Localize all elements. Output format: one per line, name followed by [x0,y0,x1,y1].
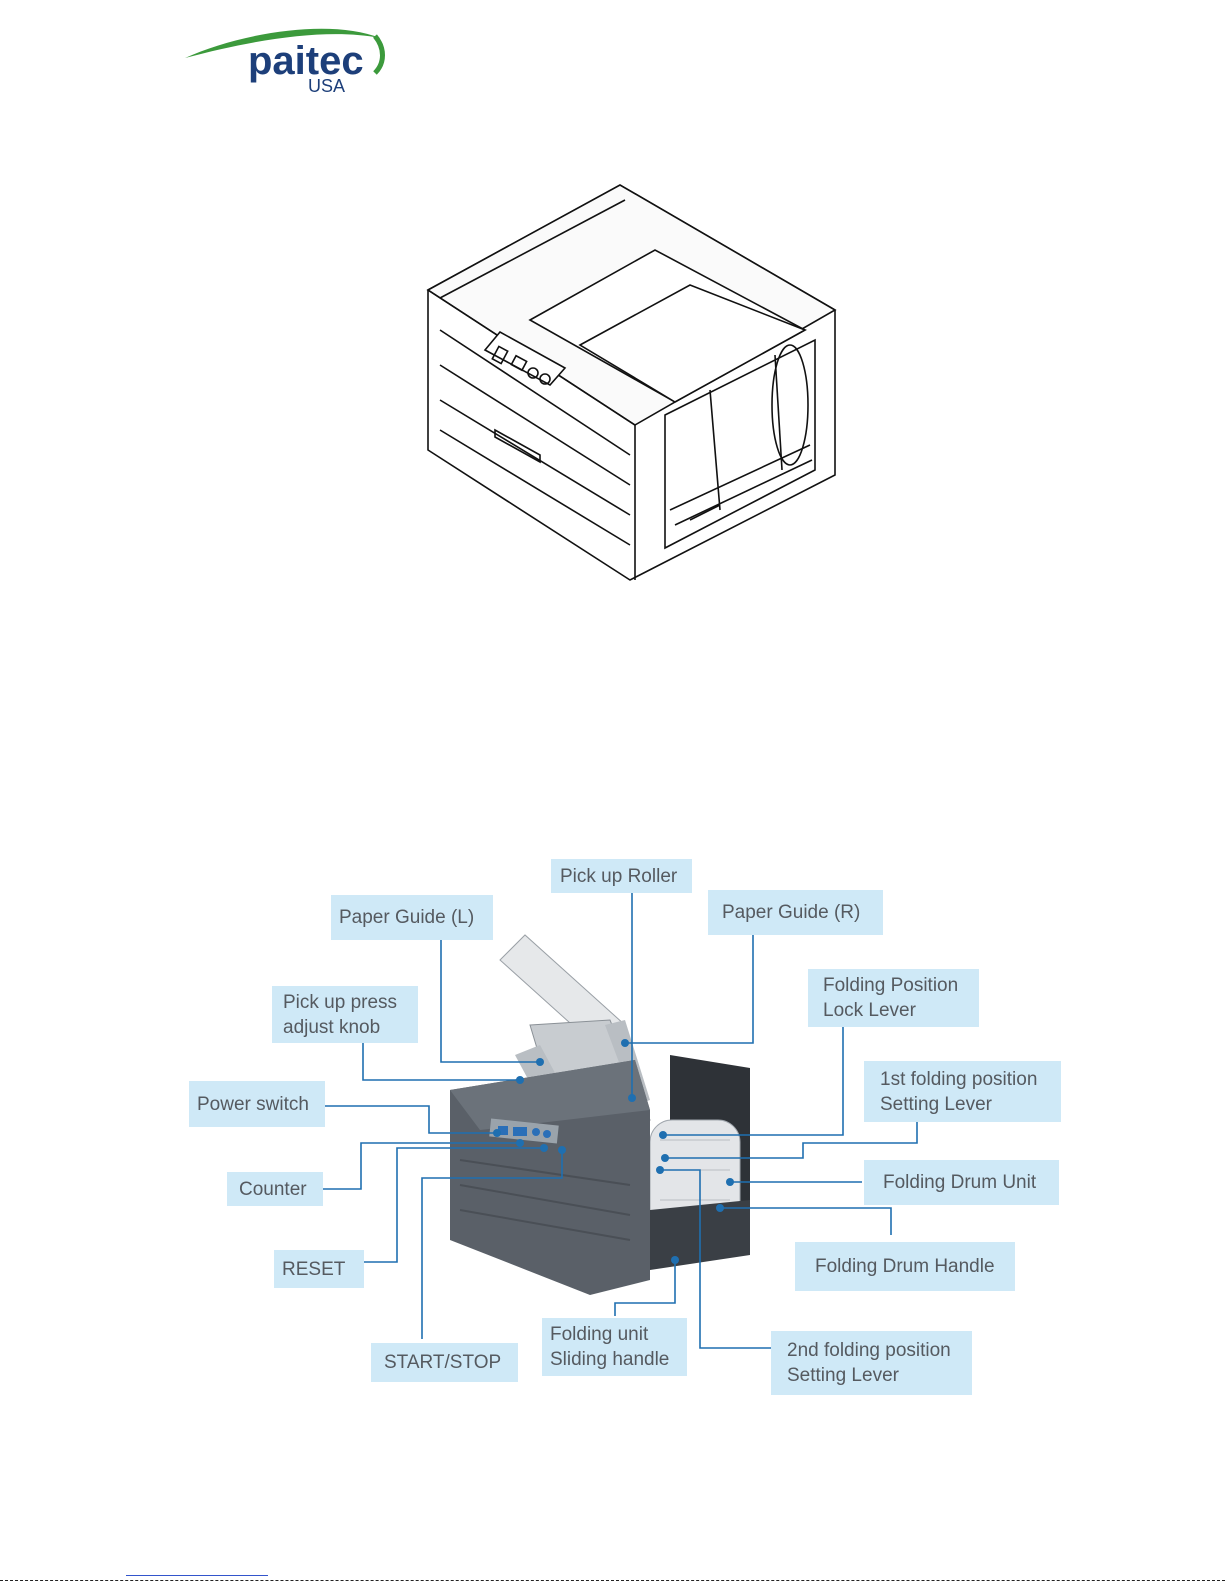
callout-counter: Counter [227,1172,323,1206]
callout-start-stop: START/STOP [371,1343,518,1382]
callout-text: START/STOP [384,1350,518,1375]
callout-paper-guide-r: Paper Guide (R) [708,890,883,935]
callout-text: 1st folding position [880,1067,1061,1092]
callout-second-folding-position: 2nd folding position Setting Lever [771,1331,972,1395]
callout-text: Folding Position [823,973,979,998]
callout-text: Counter [239,1177,323,1202]
callout-text: Power switch [197,1092,325,1117]
callout-text: Folding Drum Handle [815,1254,1015,1279]
callout-text: 2nd folding position [787,1338,972,1363]
callout-folding-drum-unit: Folding Drum Unit [864,1160,1059,1205]
callout-first-folding-position: 1st folding position Setting Lever [864,1061,1061,1122]
callout-text: Folding Drum Unit [883,1170,1059,1195]
footer-link-underline[interactable] [126,1575,268,1576]
paitec-usa-logo: paitec USA [180,18,390,98]
callout-pick-up-press-adjust-knob: Pick up press adjust knob [272,986,418,1043]
callout-power-switch: Power switch [189,1081,325,1127]
callout-folding-unit-sliding-handle: Folding unit Sliding handle [542,1318,687,1376]
callout-pick-up-roller: Pick up Roller [551,859,692,893]
callout-text: Sliding handle [550,1347,687,1372]
callout-text: Pick up Roller [560,864,692,889]
callout-text: Lock Lever [823,998,979,1023]
callout-reset: RESET [274,1250,364,1288]
callout-text: Paper Guide (L) [339,905,493,930]
callout-text: Setting Lever [880,1092,1061,1117]
callout-text: adjust knob [283,1015,418,1040]
logo-text: paitec [248,39,364,83]
callout-folding-drum-handle: Folding Drum Handle [795,1242,1015,1291]
callout-text: RESET [282,1257,364,1282]
callout-paper-guide-l: Paper Guide (L) [331,895,493,940]
callout-text: Pick up press [283,990,418,1015]
callout-text: Setting Lever [787,1363,972,1388]
footer-rule [0,1580,1225,1581]
callout-text: Paper Guide (R) [722,900,883,925]
machine-line-drawing [420,180,860,590]
logo-subtext: USA [308,76,345,96]
callout-folding-position-lock-lever: Folding Position Lock Lever [808,969,979,1027]
callout-text: Folding unit [550,1322,687,1347]
